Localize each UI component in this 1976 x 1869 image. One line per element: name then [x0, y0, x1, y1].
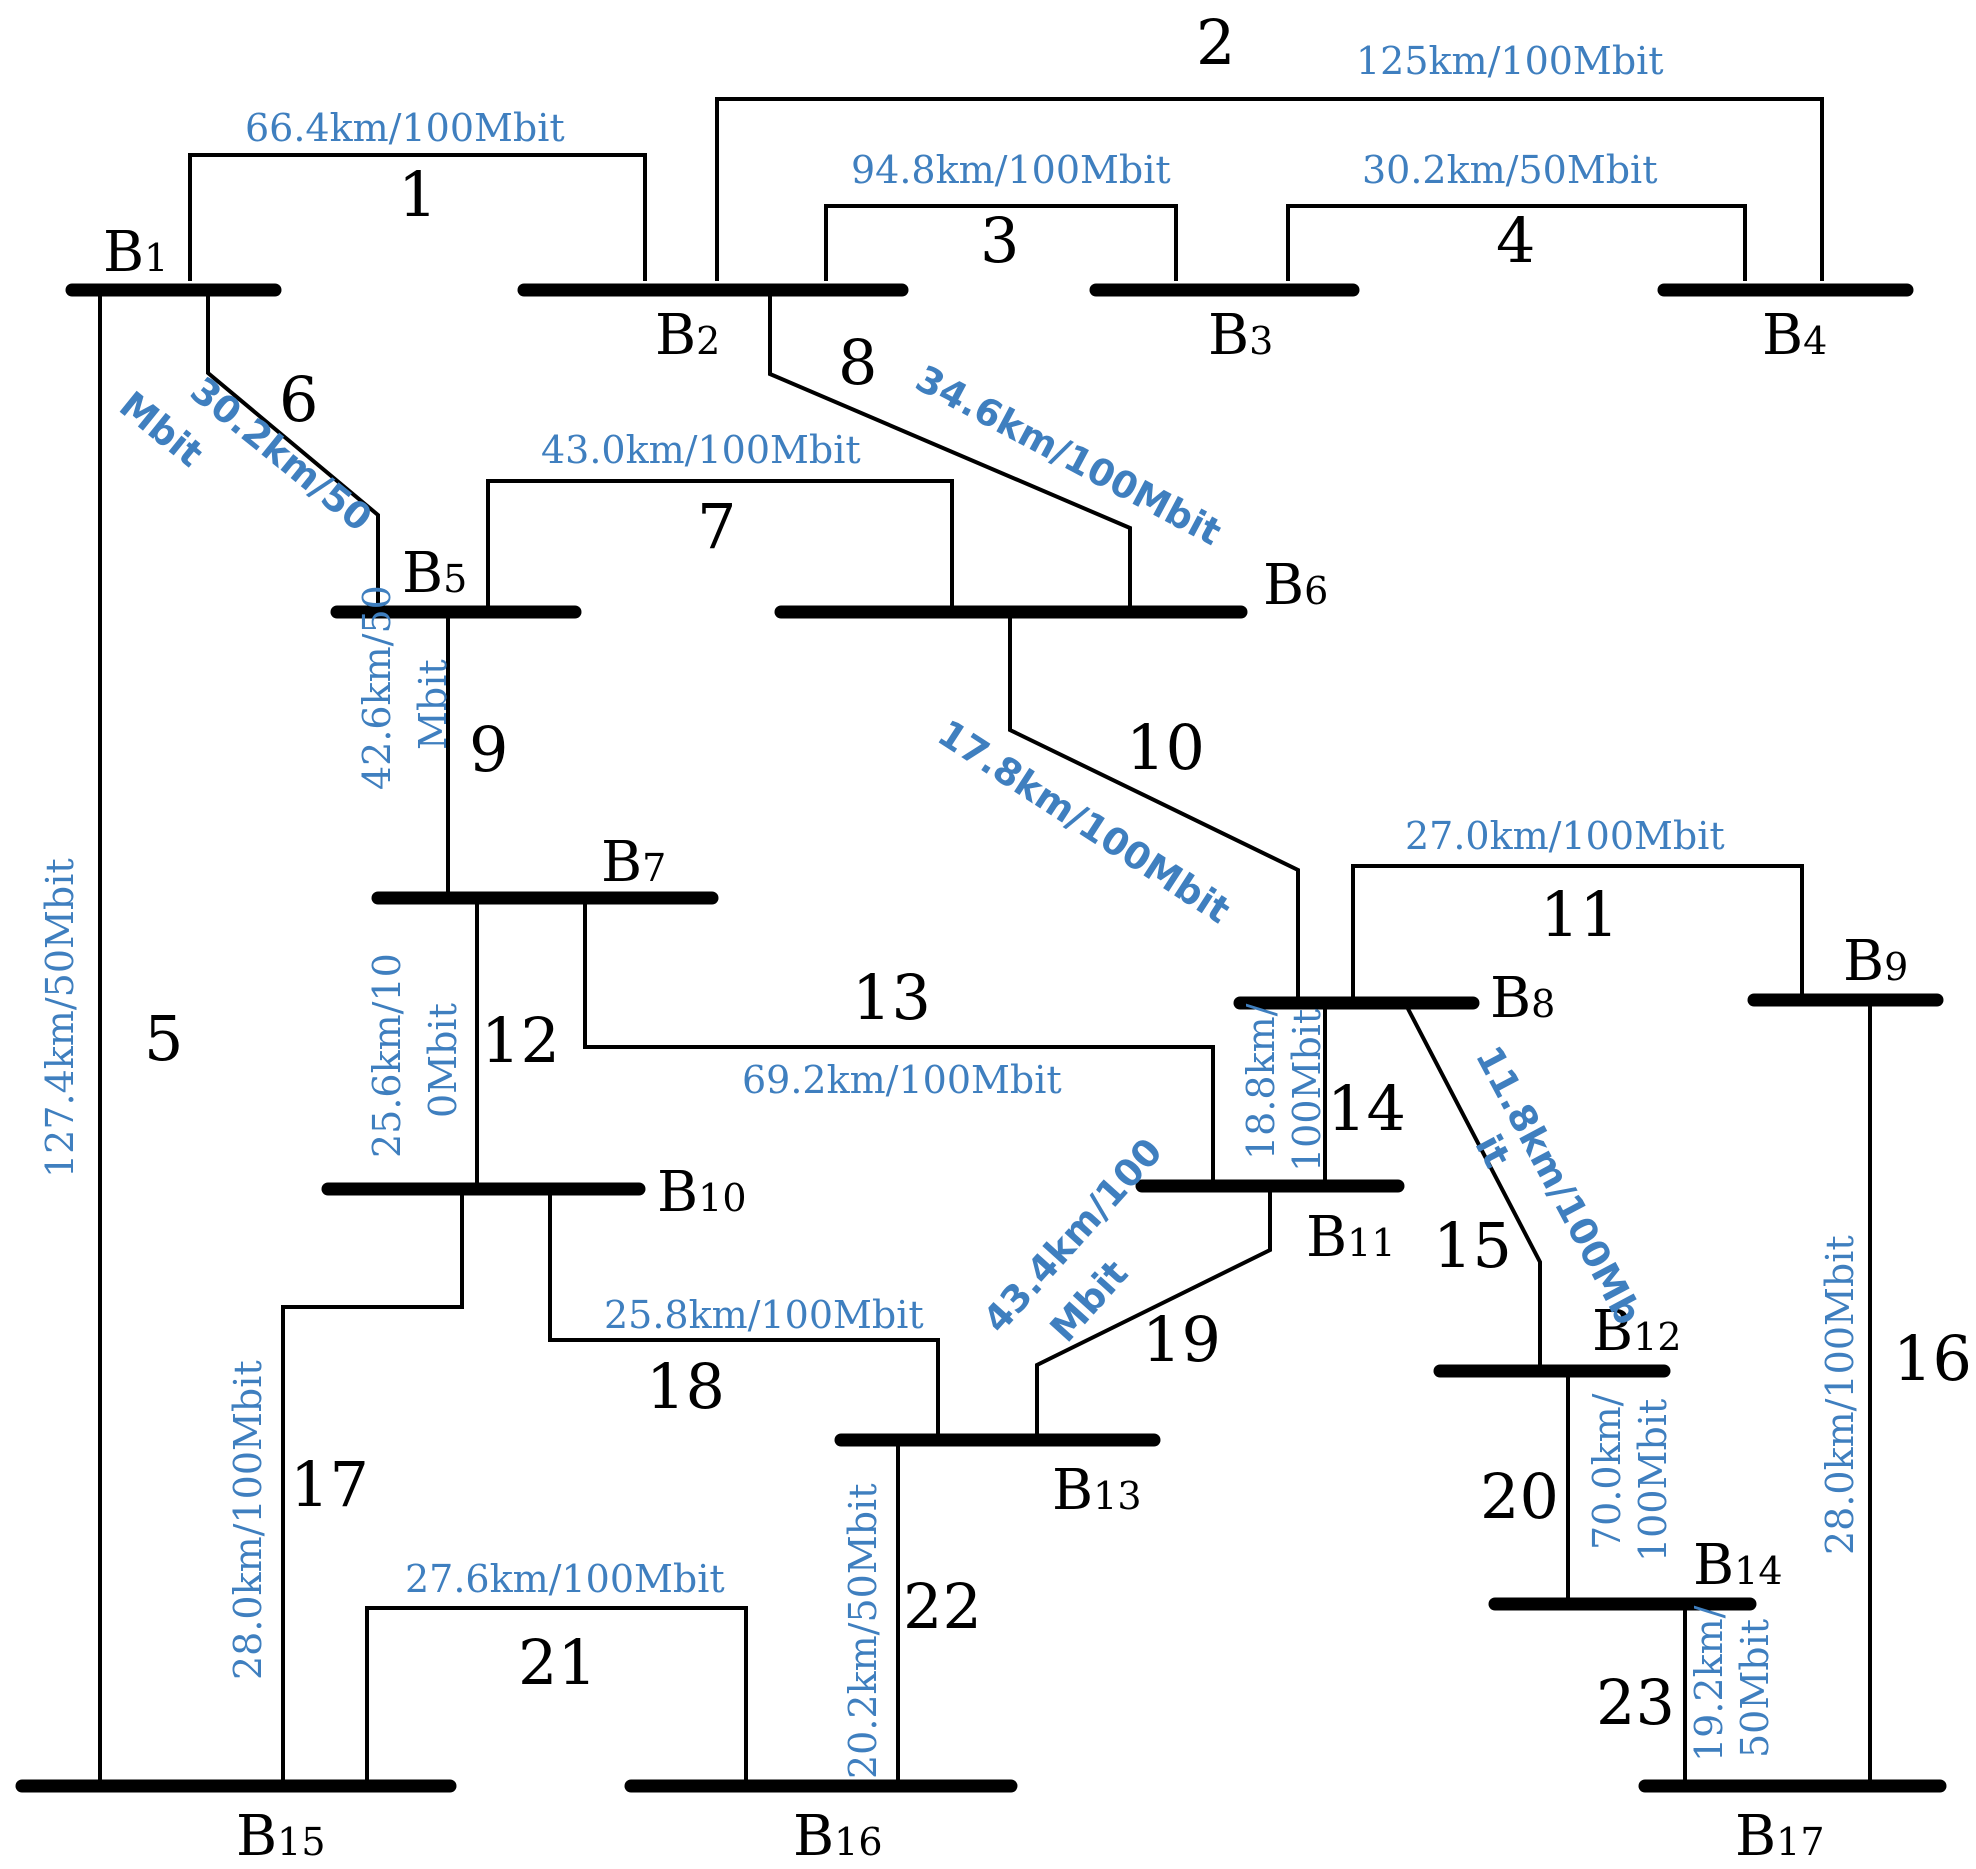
link-number-9: 9	[469, 713, 508, 786]
link-label-3: 94.8km/100Mbit	[851, 148, 1171, 192]
link-label-23: 19.2km/ 50Mbit	[1687, 1593, 1777, 1762]
link-label-9: 42.6km/50 Mbit	[355, 573, 455, 790]
link-4	[1286, 204, 1747, 281]
bus-label-b6: B6	[1263, 553, 1328, 618]
link-number-6: 6	[279, 363, 318, 436]
link-label-20-line-1: 70.0km/	[1585, 1393, 1629, 1550]
link-label-9-line-2: Mbit	[411, 659, 455, 750]
bus-label-b5: B5	[402, 541, 467, 606]
link-15	[1403, 1002, 1542, 1371]
link-number-12: 12	[481, 1004, 560, 1077]
link-label-11: 27.0km/100Mbit	[1405, 814, 1725, 858]
link-number-3: 3	[980, 204, 1019, 277]
link-number-14: 14	[1327, 1072, 1406, 1145]
link-label-14-line-2: 100Mbit	[1285, 1009, 1329, 1172]
link-label-6: 30.2km/50 Mbit	[111, 340, 390, 592]
bus-label-b3: B3	[1208, 303, 1273, 368]
bus-label-b16: B16	[793, 1804, 883, 1869]
link-17	[281, 1189, 464, 1786]
bus-label-b14: B14	[1693, 1533, 1783, 1598]
bus-label-b9: B9	[1843, 929, 1908, 994]
bus-label-b11: B11	[1306, 1205, 1396, 1270]
link-1	[188, 153, 647, 281]
link-label-1: 66.4km/100Mbit	[245, 106, 565, 150]
link-label-16: 28.0km/100Mbit	[1818, 1235, 1862, 1555]
link-3	[824, 204, 1178, 281]
bus-label-b4: B4	[1762, 303, 1827, 368]
link-number-11: 11	[1540, 878, 1619, 951]
bus-label-b10: B10	[657, 1160, 747, 1225]
link-18	[548, 1189, 940, 1440]
link-number-17: 17	[290, 1448, 369, 1521]
link-label-20-line-2: 100Mbit	[1631, 1399, 1675, 1562]
link-label-13: 69.2km/100Mbit	[742, 1058, 1062, 1102]
link-label-18: 25.8km/100Mbit	[604, 1293, 924, 1337]
link-label-14: 18.8km/ 100Mbit	[1239, 991, 1329, 1172]
link-2	[715, 97, 1824, 281]
connection-lines	[98, 97, 1872, 1786]
link-number-16: 16	[1893, 1322, 1972, 1395]
link-number-4: 4	[1496, 204, 1535, 277]
bus-label-b2: B2	[655, 303, 720, 368]
bus-label-b1: B1	[103, 220, 168, 285]
link-number-23: 23	[1596, 1666, 1675, 1739]
link-number-19: 19	[1142, 1303, 1221, 1376]
bus-label-b17: B17	[1735, 1804, 1825, 1869]
link-number-15: 15	[1433, 1209, 1512, 1282]
link-label-12: 25.6km/10 0Mbit	[365, 941, 465, 1158]
link-label-15-line-1: 11.8km/100Mb	[1467, 1039, 1650, 1332]
link-7	[486, 479, 954, 612]
link-number-10: 10	[1126, 711, 1205, 784]
link-11	[1351, 864, 1804, 1003]
link-label-12-line-2: 0Mbit	[421, 1003, 465, 1118]
link-number-18: 18	[646, 1350, 725, 1423]
link-label-12-line-1: 25.6km/10	[365, 953, 409, 1158]
link-label-2: 125km/100Mbit	[1356, 39, 1664, 83]
link-21	[365, 1606, 748, 1786]
link-10	[1008, 612, 1300, 1003]
bus-label-b7: B7	[601, 830, 666, 895]
bus-label-b12: B12	[1592, 1299, 1682, 1364]
link-13	[583, 898, 1215, 1186]
link-label-5: 127.4km/50Mbit	[38, 858, 82, 1178]
link-label-9-line-1: 42.6km/50	[355, 585, 399, 790]
link-number-13: 13	[852, 961, 931, 1034]
link-label-23-line-1: 19.2km/	[1687, 1605, 1731, 1762]
link-label-17: 28.0km/100Mbit	[226, 1360, 270, 1680]
bus-label-b13: B13	[1052, 1458, 1142, 1523]
link-8	[768, 290, 1132, 612]
link-19	[1035, 1186, 1272, 1440]
link-label-23-line-2: 50Mbit	[1733, 1619, 1777, 1758]
link-label-22: 20.2km/50Mbit	[841, 1484, 885, 1779]
link-6	[206, 290, 380, 612]
link-label-15: 11.8km/100Mb it	[1430, 1039, 1656, 1363]
link-number-5: 5	[144, 1002, 183, 1075]
link-label-21: 27.6km/100Mbit	[405, 1557, 725, 1601]
link-number-8: 8	[838, 326, 877, 399]
bus-label-b15: B15	[236, 1804, 326, 1869]
link-number-2: 2	[1196, 6, 1235, 79]
link-number-22: 22	[903, 1570, 982, 1643]
bus-label-b8: B8	[1490, 966, 1555, 1031]
bus-labels: B1 B2 B3 B4 B5 B6 B7 B8 B9 B10 B11 B12 B…	[103, 220, 1908, 1869]
link-numbers: 1 2 3 4 5 6 7 8 9 10 11 12 13 14 15 16 1…	[144, 6, 1972, 1739]
link-label-14-line-1: 18.8km/	[1239, 1003, 1283, 1160]
buses	[15, 283, 1947, 1793]
link-label-4: 30.2km/50Mbit	[1362, 148, 1657, 192]
link-number-20: 20	[1480, 1460, 1559, 1533]
link-number-1: 1	[398, 158, 437, 231]
link-number-7: 7	[697, 490, 736, 563]
link-label-20: 70.0km/ 100Mbit	[1585, 1381, 1675, 1562]
link-label-7: 43.0km/100Mbit	[541, 428, 861, 472]
link-number-21: 21	[518, 1626, 597, 1699]
